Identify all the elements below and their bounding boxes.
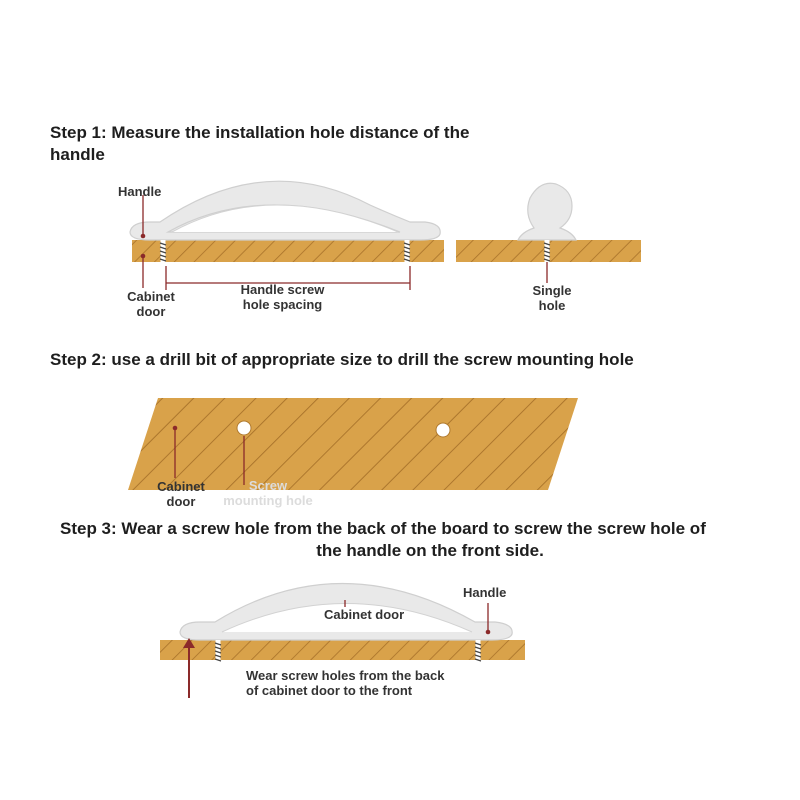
step1-single-label-line1: Single <box>532 283 572 298</box>
step2-screw-label-line1: Screw <box>248 478 288 493</box>
step2-screw-label: Screw mounting hole <box>218 478 318 508</box>
step1-title-line2: handle <box>50 145 105 164</box>
step1-cabinet-label: Cabinet door <box>116 289 186 319</box>
step1-title: Step 1: Measure the installation hole di… <box>50 122 469 166</box>
step3-handle-label: Handle <box>463 585 507 600</box>
step2-screw-label-line2: mounting hole <box>223 493 313 508</box>
step1-screw-left <box>159 239 167 263</box>
step1-single-label-line2: hole <box>538 298 566 313</box>
step1-spacing-label-line2: hole spacing <box>242 297 323 312</box>
step3-screw-left <box>214 639 222 663</box>
step1-spacing-label-line1: Handle screw <box>240 282 325 297</box>
step2-title: Step 2: use a drill bit of appropriate s… <box>50 350 634 369</box>
step1-screw-right <box>403 239 411 263</box>
step2-cabinet-label: Cabinet door <box>146 479 216 509</box>
step2-cabinet-label-line1: Cabinet <box>157 479 205 494</box>
step3-wear-label-line1: Wear screw holes from the back <box>246 668 445 683</box>
step2-hole-right <box>435 422 451 438</box>
step3-title-line1: Step 3: Wear a screw hole from the back … <box>60 519 706 538</box>
step1-cabinet-label-line2: door <box>136 304 166 319</box>
step1-cabinet-board <box>132 240 444 262</box>
step2-cabinet-board <box>128 398 578 490</box>
step1-knob-shape <box>517 182 577 241</box>
step3-cabinet-label: Cabinet door <box>324 607 405 622</box>
step1-handle-label: Handle <box>118 184 162 199</box>
step3-up-arrowhead <box>183 638 195 648</box>
step3-screw-right <box>474 639 482 663</box>
step1-spacing-label: Handle screw hole spacing <box>225 282 340 312</box>
step3-wear-label-line2: of cabinet door to the front <box>246 683 413 698</box>
step3-wear-label: Wear screw holes from the back of cabine… <box>246 668 444 698</box>
step2-cabinet-label-line2: door <box>166 494 196 509</box>
step3-cabinet-board <box>160 640 525 660</box>
step2-hole-left <box>236 420 252 436</box>
step3-title-line2: the handle on the front side. <box>316 541 544 560</box>
step1-cabinet-label-line1: Cabinet <box>127 289 175 304</box>
step3-title: Step 3: Wear a screw hole from the back … <box>60 518 800 562</box>
step1-title-line1: Step 1: Measure the installation hole di… <box>50 123 470 142</box>
step1-single-label: Single hole <box>520 283 584 313</box>
step1-screw-single <box>543 239 551 263</box>
